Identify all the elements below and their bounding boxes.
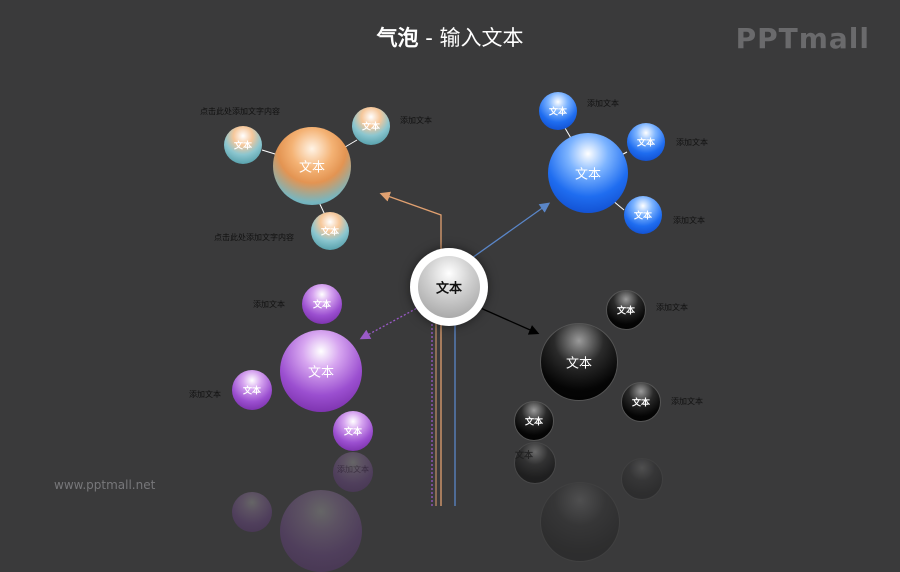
bubble-label: 文本: [298, 160, 325, 176]
bubble-label: 文本: [633, 211, 652, 222]
center-hub-bubble[interactable]: 文本: [410, 248, 488, 326]
bubble-label: 文本: [312, 300, 331, 311]
purple-main-bubble[interactable]: 文本: [280, 330, 362, 412]
blue-label: 添加文本: [676, 138, 708, 147]
purple-label: 添加文本: [337, 465, 369, 474]
bubble-label: 文本: [524, 417, 543, 428]
purple-reflection: [280, 490, 362, 572]
page-title: 气泡 - 输入文本: [0, 22, 900, 52]
black-main-bubble[interactable]: 文本: [540, 323, 618, 401]
orange-label: 添加文本: [400, 116, 432, 125]
title-rest: - 输入文本: [418, 26, 524, 50]
purple-reflection: [232, 492, 272, 532]
black-reflection: [540, 482, 620, 562]
orange-satellite-bubble[interactable]: 文本: [224, 126, 262, 164]
bubble-label: 文本: [548, 107, 567, 118]
black-satellite-bubble[interactable]: 文本: [514, 401, 554, 441]
purple-satellite-bubble[interactable]: 文本: [302, 284, 342, 324]
bubble-label: 文本: [515, 451, 534, 461]
bubble-label: 文本: [361, 122, 380, 133]
bubble-label: 文本: [631, 398, 650, 409]
purple-satellite-bubble[interactable]: 文本: [232, 370, 272, 410]
blue-label: 添加文本: [587, 99, 619, 108]
black-label: 添加文本: [656, 303, 688, 312]
diagram-canvas: 气泡 - 输入文本 PPTmall 文本 文本 文本 文本 点击此处添加文字内容…: [0, 22, 900, 572]
bubble-label: 文本: [343, 427, 362, 438]
orange-label: 点击此处添加文字内容: [214, 233, 294, 242]
blue-main-bubble[interactable]: 文本: [548, 133, 628, 213]
black-satellite-bubble[interactable]: 文本: [606, 290, 646, 330]
center-hub-inner: 文本: [418, 256, 480, 318]
orange-satellite-bubble[interactable]: 文本: [311, 212, 349, 250]
bubble-label: 文本: [307, 365, 334, 381]
bubble-label: 文本: [636, 138, 655, 149]
black-label: 添加文本: [671, 397, 703, 406]
purple-reflection: [333, 452, 373, 492]
title-bold: 气泡: [376, 26, 419, 50]
blue-satellite-bubble[interactable]: 文本: [539, 92, 577, 130]
orange-satellite-bubble[interactable]: 文本: [352, 107, 390, 145]
blue-satellite-bubble[interactable]: 文本: [624, 196, 662, 234]
black-satellite-bubble[interactable]: 文本: [621, 382, 661, 422]
black-reflection: [621, 458, 663, 500]
arrow-to-black: [475, 305, 540, 335]
arrow-to-orange: [379, 191, 442, 506]
bubble-label: 文本: [233, 141, 252, 152]
purple-label: 添加文本: [189, 390, 221, 399]
orange-label: 点击此处添加文字内容: [200, 107, 280, 116]
orange-main-bubble[interactable]: 文本: [273, 127, 351, 205]
bubble-label: 文本: [242, 386, 261, 397]
purple-label: 添加文本: [253, 300, 285, 309]
black-reflection-bubble: 文本: [514, 442, 556, 484]
bubble-label: 文本: [616, 306, 635, 317]
purple-satellite-bubble[interactable]: 文本: [333, 411, 373, 451]
blue-label: 添加文本: [673, 216, 705, 225]
blue-satellite-bubble[interactable]: 文本: [627, 123, 665, 161]
bubble-label: 文本: [565, 356, 592, 372]
bubble-label: 文本: [574, 167, 601, 183]
bubble-label: 文本: [320, 227, 339, 238]
brand-logo: PPTmall: [735, 22, 870, 55]
center-label: 文本: [435, 281, 462, 297]
watermark-url: www.pptmall.net: [54, 478, 156, 492]
